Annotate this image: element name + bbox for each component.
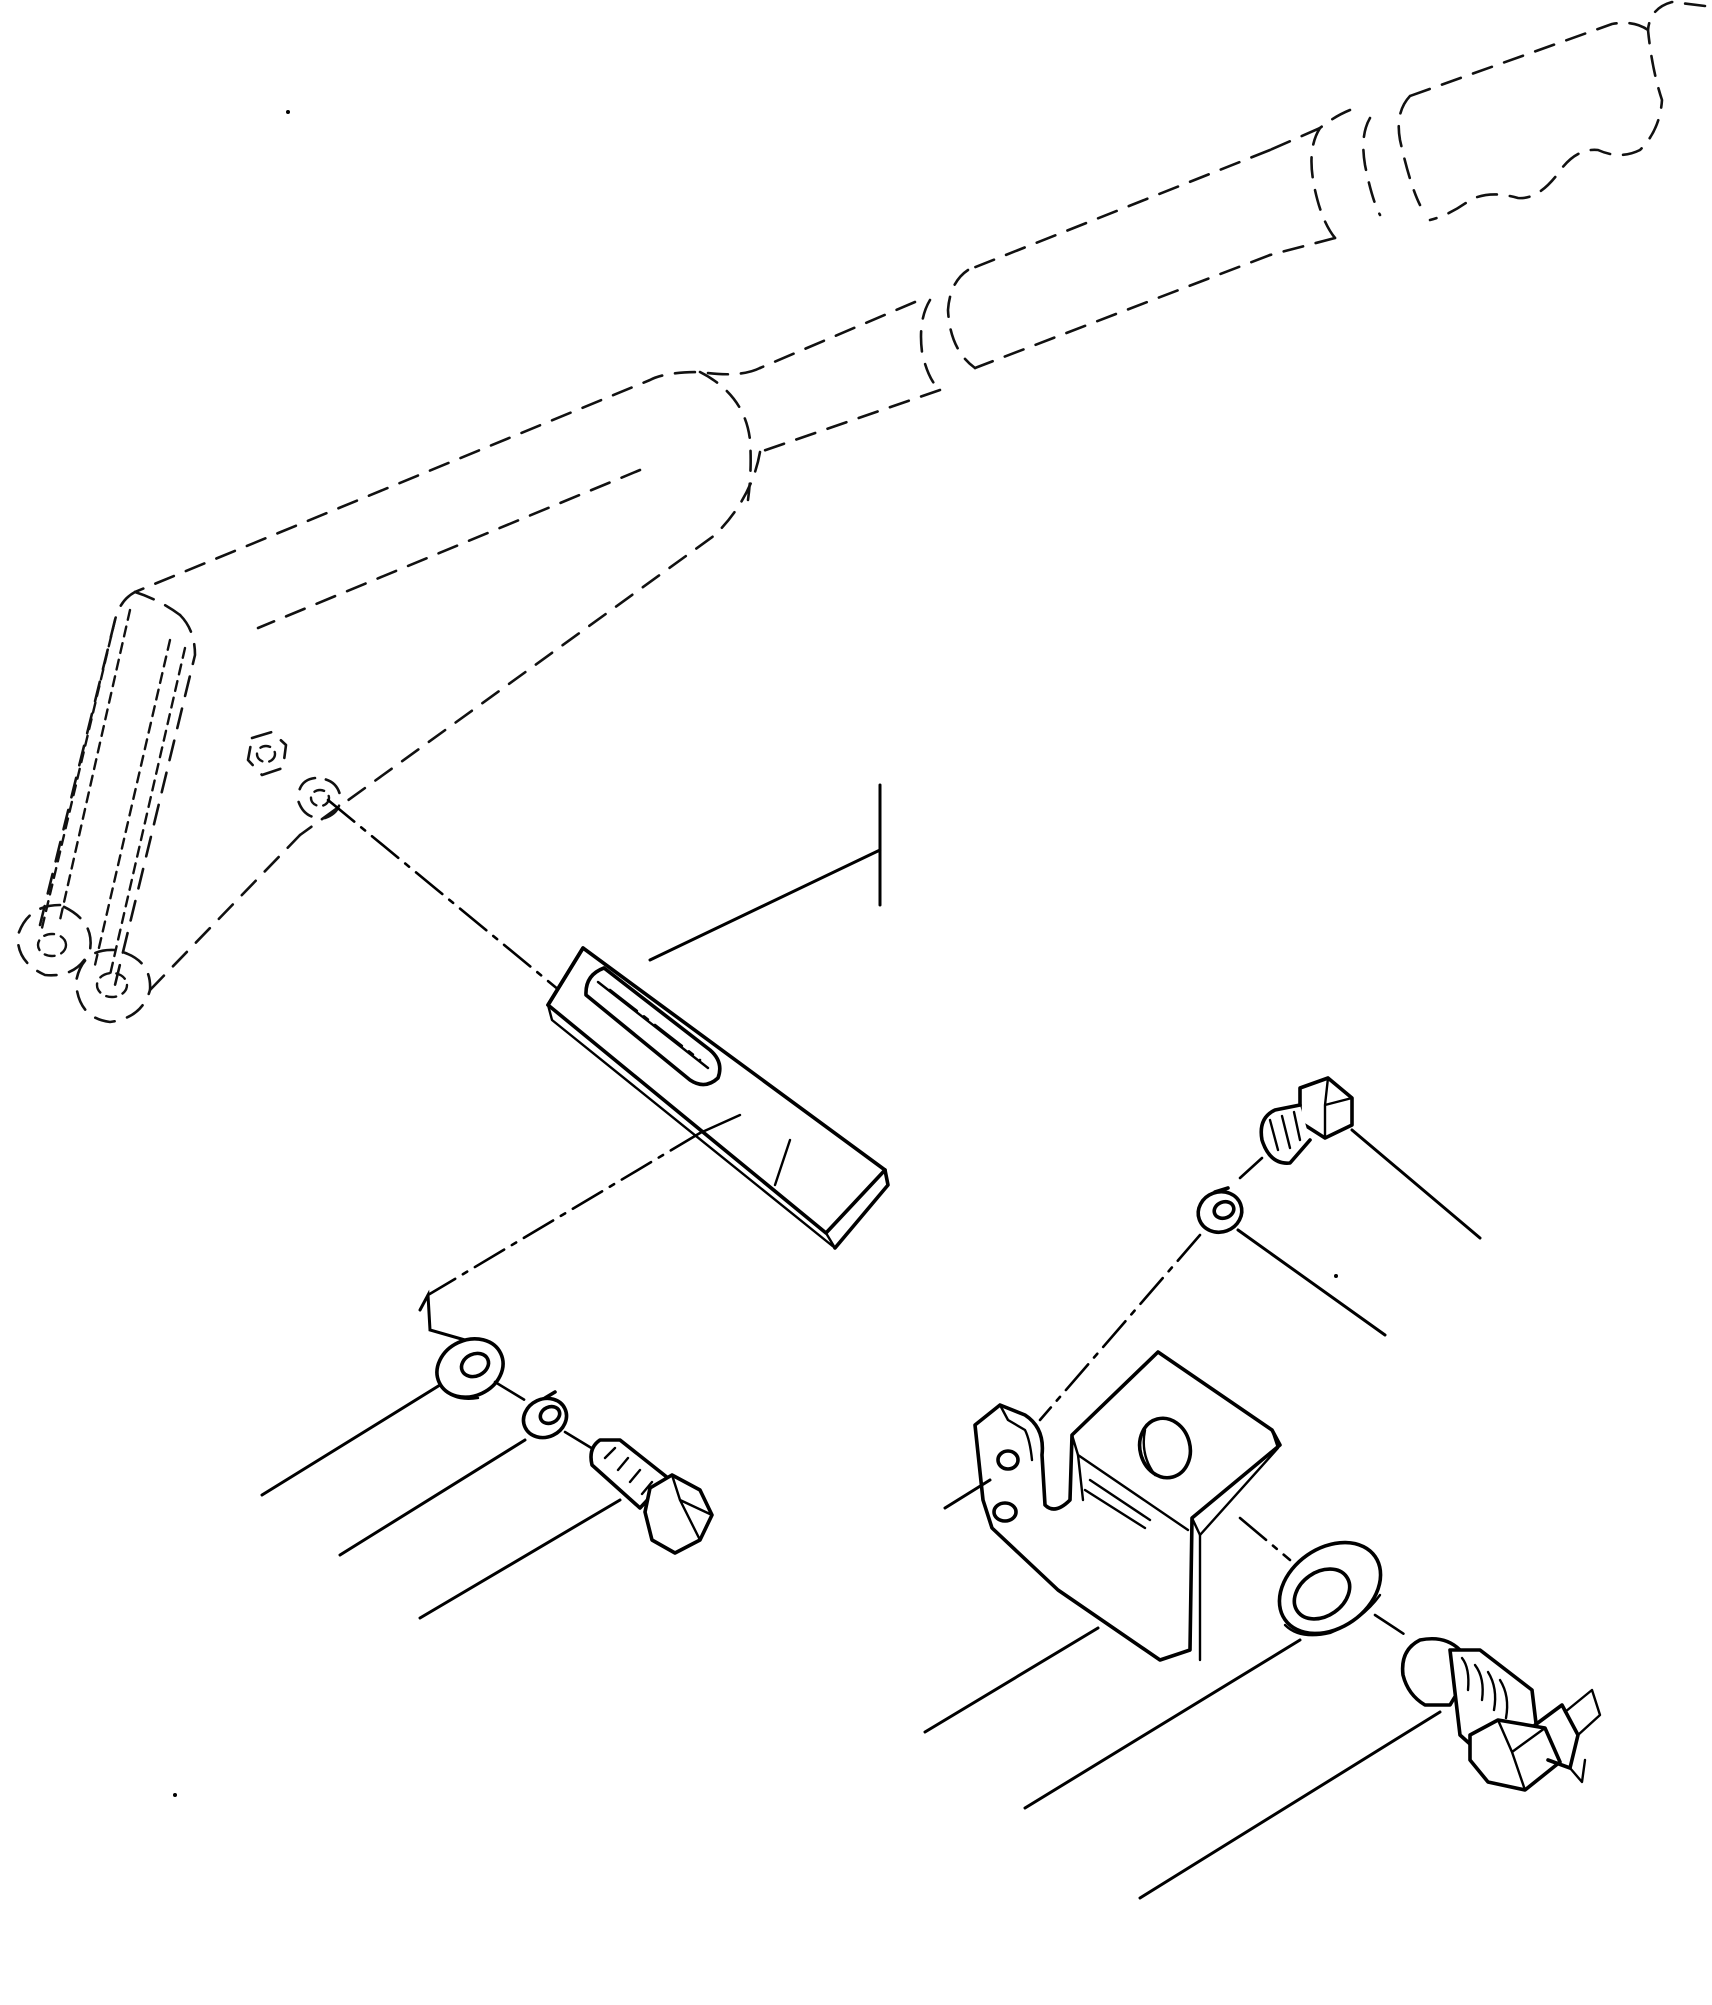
switch-bracket [973, 1350, 1282, 1662]
scan-speck [1334, 1274, 1338, 1278]
axis-line-switch-2 [1373, 1613, 1412, 1640]
leader-hex-bolt [418, 1498, 622, 1620]
axis-line-switch [1238, 1516, 1292, 1562]
axis-line-bracket [1038, 1233, 1202, 1422]
lever-lock-washer [296, 776, 342, 820]
leader-parking-brake-switch [1138, 1710, 1442, 1900]
hex-bolt [589, 1438, 714, 1555]
axis-line-lever [326, 798, 567, 997]
leader-bracket-lock-washer [1236, 1228, 1387, 1337]
leader-flat-washer [260, 1383, 442, 1497]
axis-line-plate [426, 1131, 702, 1297]
switch-washer [1277, 1540, 1383, 1637]
flat-washer [435, 1337, 505, 1400]
lever-nut [246, 730, 288, 777]
leader-plate-bracket [418, 1289, 467, 1342]
bracket-bolt [1259, 1076, 1354, 1165]
switch-cam-plate [546, 783, 890, 1250]
bracket-lock-washer [1196, 1186, 1244, 1235]
leader-lock-washer [338, 1438, 527, 1557]
hand-lever [16, 0, 1707, 1024]
leader-bracket-tab [943, 1478, 992, 1510]
leader-bracket-bolt [1350, 1128, 1482, 1240]
leader-switch-washer [1023, 1638, 1302, 1810]
leader-switch-bracket [923, 1626, 1100, 1734]
parking-brake-switch [1400, 1636, 1602, 1792]
scan-speck [286, 110, 290, 114]
axis-line-washers [493, 1380, 530, 1404]
scan-speck [173, 1793, 177, 1797]
lock-washer [521, 1390, 569, 1440]
axis-line-bracket-bolt [1238, 1156, 1264, 1180]
